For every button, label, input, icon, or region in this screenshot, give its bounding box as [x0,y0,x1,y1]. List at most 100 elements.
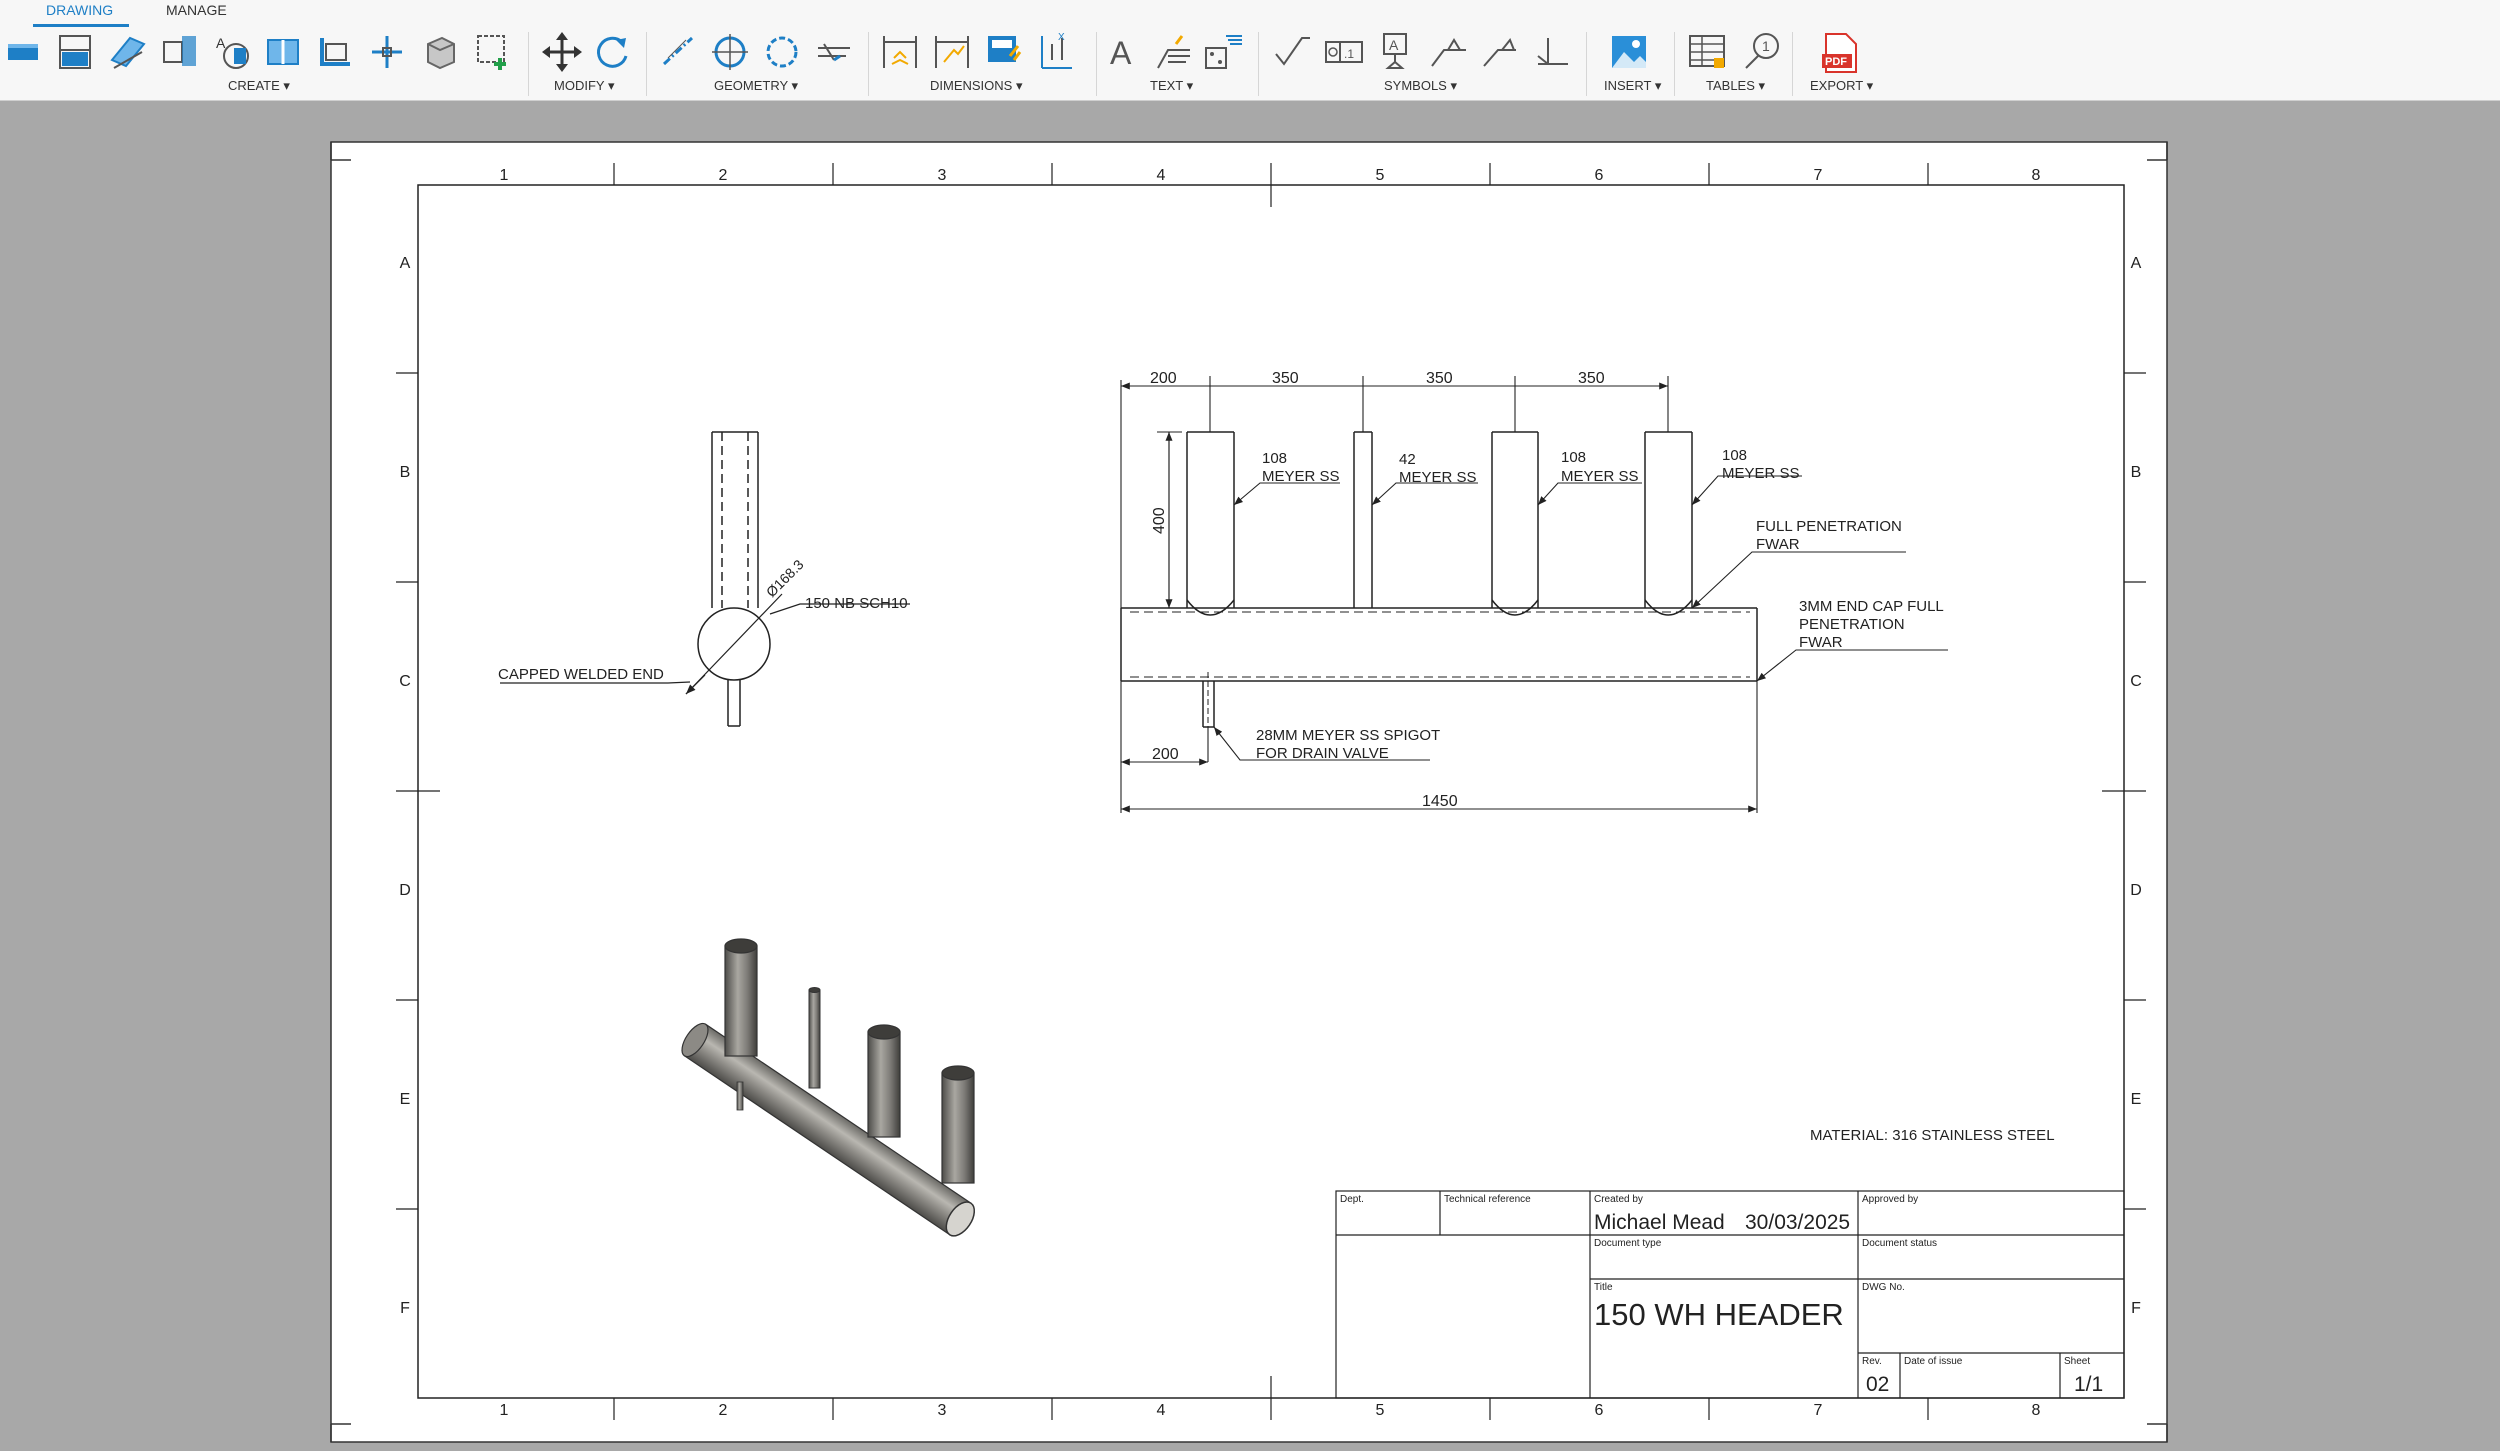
zone-row-label-right: F [2131,1300,2141,1317]
zone-column-label-bottom: 7 [1814,1402,1823,1419]
zone-column-label-top: 3 [938,167,947,184]
taper-symbol-icon[interactable] [1532,30,1572,74]
crop-view-icon[interactable] [264,30,304,74]
zone-column-label-bottom: 5 [1376,1402,1385,1419]
tb-sheet-label: Sheet [2064,1356,2090,1367]
pipe2-size: 42 [1399,451,1416,468]
zone-column-label-bottom: 3 [938,1402,947,1419]
move-icon[interactable] [542,30,582,74]
zone-row-label-left: D [399,882,411,899]
dim-400: 400 [1151,507,1168,534]
rotate-icon[interactable] [592,30,632,74]
zone-row-label-right: A [2131,255,2142,272]
component-icon[interactable] [420,30,460,74]
weld-note-line1: FULL PENETRATION [1756,518,1902,535]
dim-1450: 1450 [1422,793,1458,810]
balloon-icon[interactable]: 1 [1742,30,1782,74]
group-text[interactable]: TEXT ▾ [1150,78,1194,93]
break-view-icon[interactable]: A [212,30,252,74]
dim-350-c: 350 [1578,370,1605,387]
centerline-icon[interactable] [658,30,698,74]
zone-column-label-top: 6 [1595,167,1604,184]
base-view-icon[interactable] [4,30,44,74]
drain-note-line1: 28MM MEYER SS SPIGOT [1256,727,1440,744]
datum-identifier-icon[interactable]: A [1376,30,1416,74]
center-mark-pattern-icon[interactable] [762,30,802,74]
group-create[interactable]: CREATE ▾ [228,78,290,93]
zone-column-label-top: 7 [1814,167,1823,184]
group-geometry[interactable]: GEOMETRY ▾ [714,78,799,93]
pipe4-size: 108 [1722,447,1747,464]
baseline-dimension-icon[interactable] [984,30,1024,74]
group-dimensions[interactable]: DIMENSIONS ▾ [930,78,1023,93]
group-export[interactable]: EXPORT ▾ [1810,78,1874,93]
zone-column-label-bottom: 1 [500,1402,509,1419]
zone-row-label-right: E [2131,1091,2142,1108]
tb-created-date: 30/03/2025 [1745,1211,1850,1234]
zone-row-label-left: E [400,1091,411,1108]
zone-row-label-left: B [400,464,411,481]
weld-note-line2: FWAR [1756,536,1800,553]
table-icon[interactable] [1688,30,1728,74]
zone-row-label-left: C [399,673,411,690]
dim-350-b: 350 [1426,370,1453,387]
zone-column-label-top: 8 [2032,167,2041,184]
capped-end-note: CAPPED WELDED END [498,666,664,683]
surface-texture-icon[interactable] [1272,30,1312,74]
chain-dimension-icon[interactable]: X [1036,30,1076,74]
zone-column-label-top: 4 [1157,167,1166,184]
projected-view-icon[interactable] [56,30,96,74]
zone-row-label-right: D [2130,882,2142,899]
title-block [1335,1190,2125,1399]
edge-extension-icon[interactable] [814,30,854,74]
zone-column-label-bottom: 6 [1595,1402,1604,1419]
tab-manage[interactable]: MANAGE [166,2,227,18]
svg-text:A: A [1389,37,1399,53]
note-icon[interactable] [1204,30,1244,74]
zone-row-label-left: A [400,255,411,272]
header-pipe [1120,607,1758,682]
text-icon[interactable]: A [1106,30,1146,74]
dim-200-drain: 200 [1152,746,1179,763]
detail-view-icon[interactable] [160,30,200,74]
tb-title: 150 WH HEADER [1594,1297,1844,1332]
group-tables[interactable]: TABLES ▾ [1706,78,1766,93]
center-mark-geometry-icon[interactable] [710,30,750,74]
welding-symbol-icon[interactable] [1428,30,1468,74]
zone-column-label-bottom: 8 [2032,1402,2041,1419]
overlay-view-icon[interactable] [316,30,356,74]
svg-text:1: 1 [1762,38,1770,54]
tb-rev-label: Rev. [1862,1356,1882,1367]
center-mark-icon[interactable] [368,30,408,74]
ordinate-dimension-icon[interactable] [932,30,972,74]
sketch-add-icon[interactable] [472,30,512,74]
group-modify[interactable]: MODIFY ▾ [554,78,615,93]
feature-control-frame-icon[interactable]: .1 [1324,30,1364,74]
svg-text:X: X [1058,32,1065,43]
export-pdf-icon[interactable]: PDF [1820,30,1860,74]
tb-dwg-no-label: DWG No. [1862,1282,1905,1293]
insert-image-icon[interactable] [1610,30,1650,74]
group-symbols[interactable]: SYMBOLS ▾ [1384,78,1457,93]
zone-column-label-top: 1 [500,167,509,184]
tb-doc-status-label: Document status [1862,1238,1937,1249]
pipe4-spec: MEYER SS [1722,465,1800,482]
group-insert[interactable]: INSERT ▾ [1604,78,1662,93]
front-dimensions [1121,376,1758,813]
dim-200-top: 200 [1150,370,1177,387]
zone-row-label-right: C [2130,673,2142,690]
dimension-icon[interactable] [880,30,920,74]
svg-text:.1: .1 [1344,47,1354,61]
tb-sheet: 1/1 [2074,1373,2103,1396]
tab-drawing[interactable]: DRAWING [46,2,114,18]
tb-rev: 02 [1866,1373,1889,1396]
section-view-icon[interactable] [108,30,148,74]
endcap-note-line1: 3MM END CAP FULL [1799,598,1944,615]
datum-target-icon[interactable] [1480,30,1520,74]
leader-text-icon[interactable] [1154,30,1194,74]
zone-column-label-top: 2 [719,167,728,184]
front-view [1120,431,1758,740]
